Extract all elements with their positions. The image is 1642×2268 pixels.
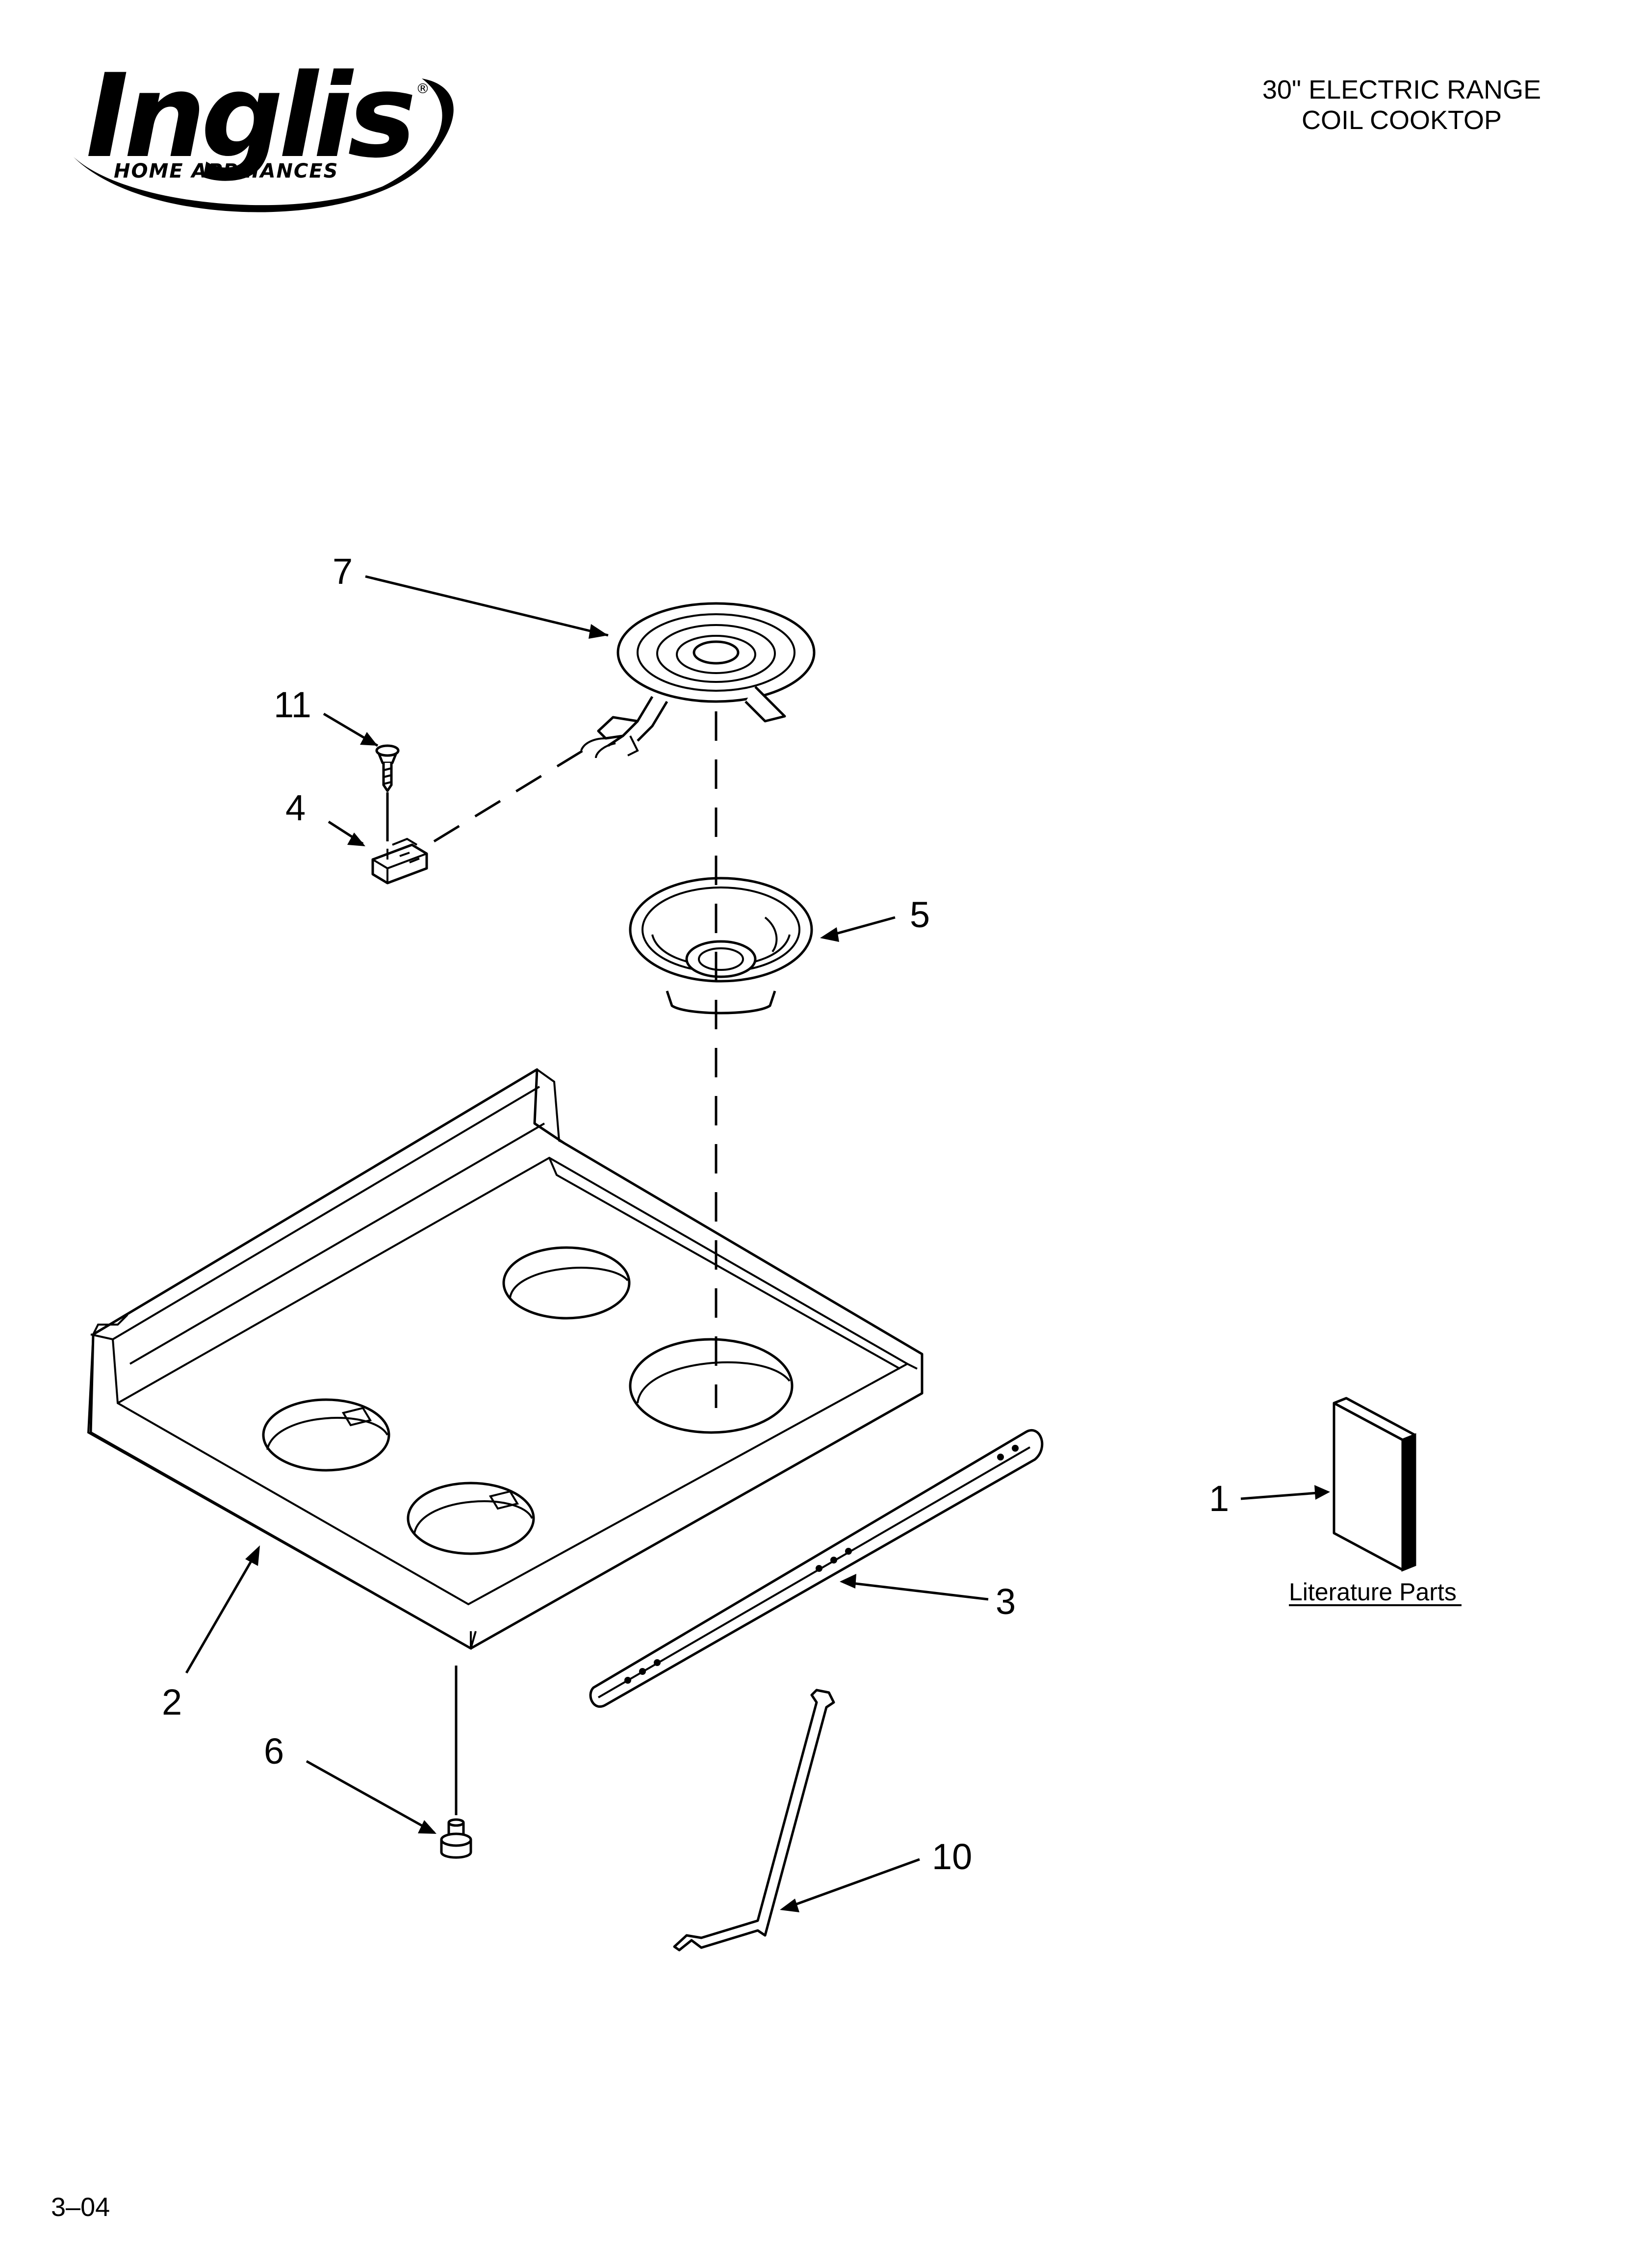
terminal-block <box>371 837 428 885</box>
cooktop-support-bracket <box>589 1429 1044 1708</box>
burner-opening-rear-right <box>262 1398 390 1472</box>
callout-3: 3 <box>996 1581 1016 1622</box>
cooktop <box>87 1068 924 1650</box>
terminal-block-screw <box>375 744 400 792</box>
callout-7: 7 <box>333 551 353 592</box>
callout-11: 11 <box>274 684 311 725</box>
callout-6: 6 <box>264 1731 284 1772</box>
title-line-2: COIL COOKTOP <box>1301 105 1502 135</box>
cooktop-lift-rod <box>673 1689 835 1952</box>
brand-logo: Inglis HOME APPLIANCES ® <box>74 50 454 212</box>
callout-5: 5 <box>910 894 930 935</box>
diagram-title: 30" ELECTRIC RANGE COIL COOKTOP <box>1230 75 1573 135</box>
title-line-1: 30" ELECTRIC RANGE <box>1262 75 1541 104</box>
callout-arrows <box>185 575 1330 1912</box>
callout-10: 10 <box>932 1836 972 1877</box>
drip-bowl <box>629 877 813 1015</box>
registered-mark: ® <box>416 80 430 97</box>
cooktop-screw <box>440 1818 472 1859</box>
callout-2: 2 <box>162 1682 182 1722</box>
literature-parts-label: Literature Parts <box>1289 1578 1457 1606</box>
brand-wordmark: Inglis <box>86 50 412 183</box>
page-code: 3–04 <box>51 2192 110 2222</box>
callout-1: 1 <box>1209 1478 1229 1519</box>
literature-booklet <box>1333 1397 1416 1572</box>
surface-element-coil <box>580 602 816 758</box>
brand-tagline: HOME APPLIANCES <box>114 160 338 182</box>
callout-4: 4 <box>285 787 306 828</box>
burner-opening-front-left <box>407 1482 535 1555</box>
assembly-line-terminal <box>433 744 592 843</box>
burner-opening-rear-left <box>502 1246 631 1320</box>
burner-opening-front-right <box>629 1338 794 1434</box>
